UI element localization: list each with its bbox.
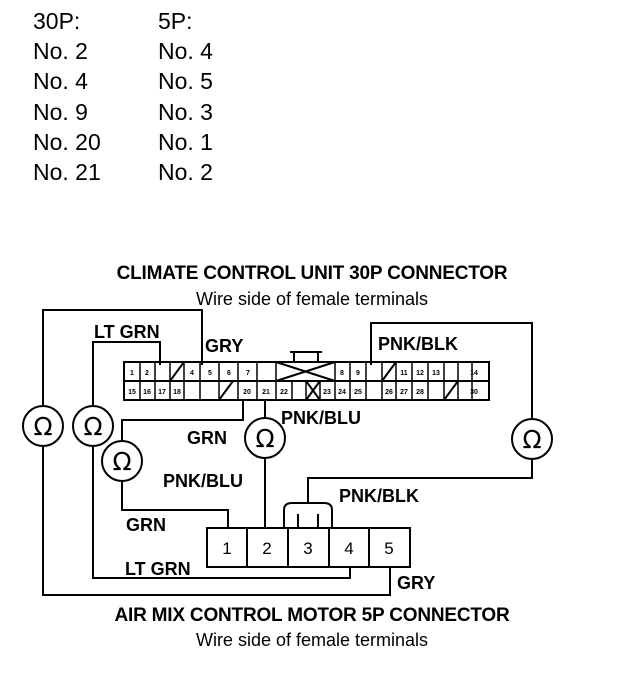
ohmmeter-2 — [72, 405, 114, 447]
top-connector-title: CLIMATE CONTROL UNIT 30P CONNECTOR — [116, 263, 508, 284]
top-pin-26: 26 — [385, 389, 393, 396]
pin-table-row: No. 9 No. 3 — [33, 97, 278, 127]
label-lt-grn-top: LT GRN — [94, 322, 160, 342]
ohmmeter-3-symbol: Ω — [112, 447, 131, 476]
pin-table-row: No. 4 No. 5 — [33, 66, 278, 96]
top-pin-27: 27 — [400, 389, 408, 396]
top-pin-15: 15 — [128, 389, 136, 396]
pin-table-cell: No. 3 — [158, 98, 213, 125]
bottom-pin-2: 2 — [262, 539, 271, 558]
top-pin-20: 20 — [243, 389, 251, 396]
top-pin-18: 18 — [173, 389, 181, 396]
label-grn-mid: GRN — [187, 428, 227, 448]
bottom-connector-housing — [206, 527, 411, 568]
top-pin-8: 8 — [340, 370, 344, 377]
top-pin-13: 13 — [432, 370, 440, 377]
ohmmeter-4-symbol: Ω — [255, 424, 274, 453]
top-pin-24: 24 — [338, 389, 346, 396]
ohmmeter-1-symbol: Ω — [33, 412, 52, 441]
top-pin-17: 17 — [158, 389, 166, 396]
bottom-pin-5: 5 — [384, 539, 393, 558]
wire-pnk-blk — [307, 322, 533, 503]
bottom-connector-subtitle: Wire side of female terminals — [195, 630, 429, 650]
top-pin-7: 7 — [246, 370, 250, 377]
pin-table-cell: No. 20 — [33, 128, 101, 155]
pin-table-header-5p: 5P: — [158, 8, 193, 34]
top-pin-5: 5 — [208, 370, 212, 377]
label-pnk-blk-low: PNK/BLK — [339, 486, 419, 506]
label-gry-top: GRY — [205, 336, 243, 356]
top-pin-25: 25 — [354, 389, 362, 396]
wire-lt-grn — [92, 341, 351, 579]
ohmmeter-1 — [22, 405, 64, 447]
top-pin-1: 1 — [130, 370, 134, 377]
pin-table-header-30p: 30P: — [33, 8, 81, 34]
label-gry-low: GRY — [397, 573, 435, 593]
pin-table-row: No. 2 No. 4 — [33, 36, 278, 66]
top-pin-21: 21 — [262, 389, 270, 396]
pin-table-cell: No. 1 — [158, 128, 213, 155]
bottom-connector-title: AIR MIX CONTROL MOTOR 5P CONNECTOR — [114, 605, 510, 626]
ohmmeter-3 — [101, 440, 143, 482]
top-pin-12: 12 — [416, 370, 424, 377]
label-lt-grn-low: LT GRN — [125, 559, 191, 579]
bottom-pin-3: 3 — [303, 539, 312, 558]
top-pin-9: 9 — [356, 370, 360, 377]
label-pnk-blu-low: PNK/BLU — [163, 471, 243, 491]
pin-table-cell: No. 21 — [33, 159, 101, 186]
pin-table-cell: No. 4 — [158, 38, 213, 65]
wire-gry-outer — [42, 309, 391, 596]
top-connector-subtitle: Wire side of female terminals — [195, 289, 429, 309]
wire-grn — [121, 400, 244, 528]
pin-table-cell: No. 4 — [33, 68, 88, 95]
pin-table-row: No. 20 No. 1 — [33, 127, 278, 157]
top-pin-28: 28 — [416, 389, 424, 396]
top-pin-23: 23 — [323, 389, 331, 396]
top-connector-latch — [293, 351, 319, 362]
pin-correspondence-table: 30P: 5P: No. 2 No. 4 No. 4 No. 5 No. 9 N… — [33, 6, 278, 187]
pin-table-cell: No. 5 — [158, 68, 213, 95]
top-pin-22: 22 — [280, 389, 288, 396]
ohmmeter-5-symbol: Ω — [522, 425, 541, 454]
label-pnk-blu-mid: PNK/BLU — [281, 408, 361, 428]
pin-table-cell: No. 2 — [158, 159, 213, 186]
pin-table-header: 30P: 5P: — [33, 6, 278, 36]
label-grn-low: GRN — [126, 515, 166, 535]
pin-table-row: No. 21 No. 2 — [33, 157, 278, 187]
ohmmeter-2-symbol: Ω — [83, 412, 102, 441]
ohmmeter-5 — [511, 418, 553, 460]
top-pin-2: 2 — [145, 370, 149, 377]
label-pnk-blk-top: PNK/BLK — [378, 334, 458, 354]
top-pin-6: 6 — [227, 370, 231, 377]
pin-table-cell: No. 9 — [33, 98, 88, 125]
top-pin-16: 16 — [143, 389, 151, 396]
top-pin-30: 30 — [470, 389, 478, 396]
pin-table-cell: No. 2 — [33, 38, 88, 65]
bottom-connector-latch — [283, 502, 333, 528]
top-pin-14: 14 — [470, 370, 478, 377]
bottom-pin-1: 1 — [222, 539, 231, 558]
bottom-pin-4: 4 — [344, 539, 353, 558]
ohmmeter-4 — [244, 417, 286, 459]
top-pin-4: 4 — [190, 370, 194, 377]
top-pin-11: 11 — [400, 370, 408, 377]
